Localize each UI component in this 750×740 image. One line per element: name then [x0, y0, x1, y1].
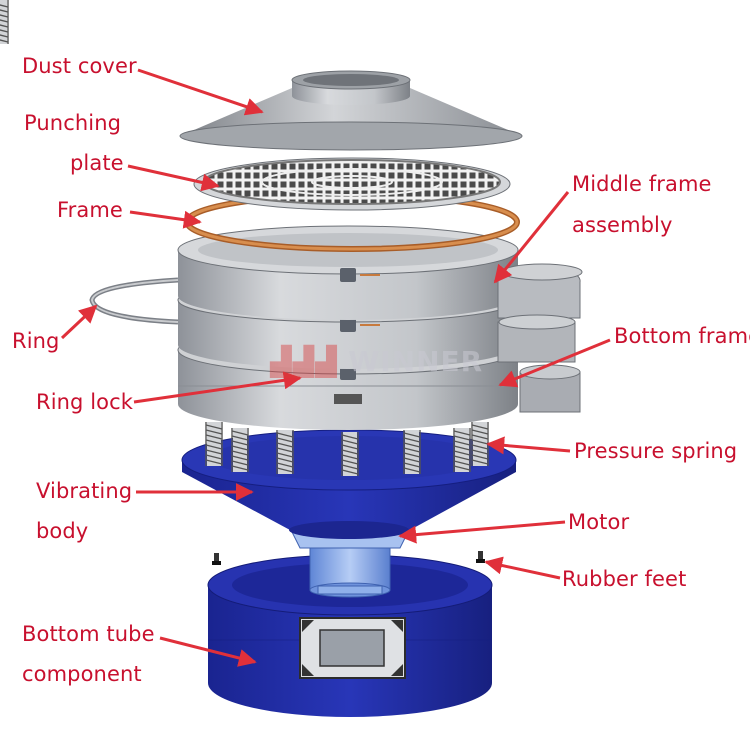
label-bottom-tube-line2: component — [22, 662, 142, 686]
label-pressure-spring: Pressure spring — [574, 439, 738, 463]
punching-plate — [193, 157, 511, 211]
label-vibrating-body-line2: body — [36, 519, 89, 543]
label-dust-cover: Dust cover — [22, 54, 137, 78]
watermark-logo: ▟▟▟ WINNER — [270, 345, 484, 378]
label-punching-plate-line2: plate — [70, 151, 124, 175]
arrow-ring-lock — [133, 371, 302, 404]
ring — [89, 277, 179, 325]
label-middle-frame-line1: Middle frame — [572, 172, 712, 196]
arrow-rubber-feet — [484, 556, 561, 580]
label-motor: Motor — [568, 510, 630, 534]
label-ring-lock: Ring lock — [36, 390, 134, 414]
label-bottom-frame: Bottom frame — [614, 324, 750, 348]
label-middle-frame-line2: assembly — [572, 213, 673, 237]
bottom-tube-component — [207, 554, 493, 717]
label-rubber-feet: Rubber feet — [562, 567, 687, 591]
arrow-bottom-frame — [498, 338, 611, 388]
arrow-ring — [60, 304, 98, 340]
label-punching-plate-line1: Punching — [24, 111, 122, 135]
pressure-springs — [0, 0, 489, 477]
leader-arrows — [60, 68, 611, 667]
arrow-bottom-tube — [159, 636, 257, 667]
arrow-motor — [398, 520, 566, 544]
arrow-middle-frame — [493, 191, 570, 284]
arrow-pressure-spring — [486, 436, 571, 455]
label-frame: Frame — [57, 198, 123, 222]
arrow-dust-cover — [137, 68, 264, 116]
dust-cover — [179, 70, 523, 151]
label-bottom-tube-line1: Bottom tube — [22, 622, 155, 646]
arrow-punching-plate — [127, 164, 220, 192]
discharge-spouts — [497, 263, 583, 413]
label-vibrating-body-line1: Vibrating — [36, 479, 133, 503]
arrow-frame — [129, 210, 202, 229]
label-ring: Ring — [12, 329, 60, 353]
